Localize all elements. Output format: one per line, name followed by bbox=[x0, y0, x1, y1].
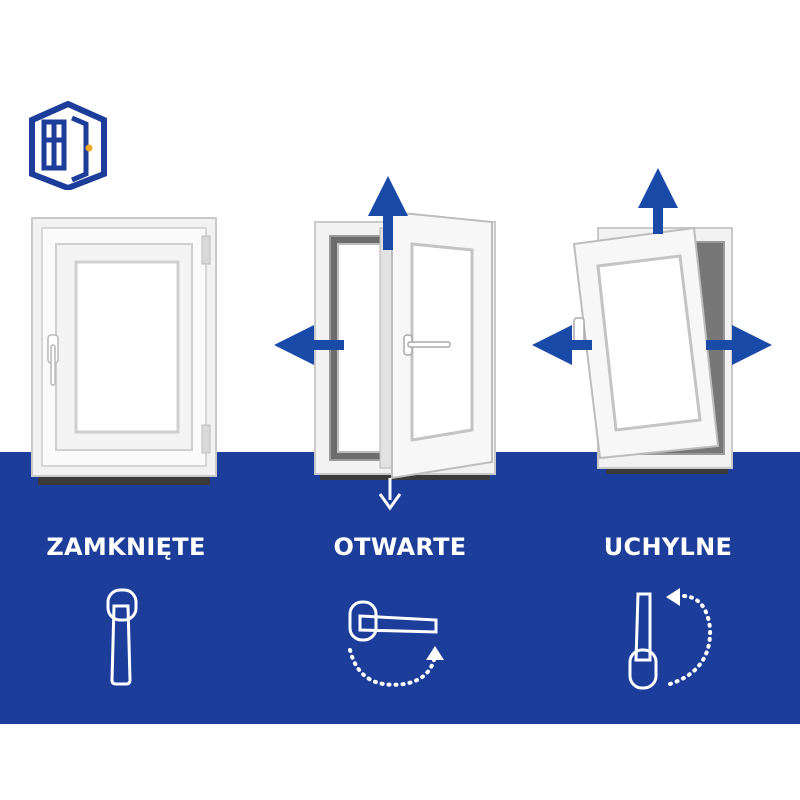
handle-horizontal-icon bbox=[348, 600, 444, 687]
open-window-icon bbox=[274, 176, 496, 511]
state-label-open: OTWARTE bbox=[333, 533, 467, 561]
state-label-closed: ZAMKNIĘTE bbox=[46, 533, 206, 561]
house-window-logo-icon bbox=[29, 100, 107, 190]
handle-up-icon bbox=[628, 588, 713, 690]
blue-band bbox=[0, 452, 800, 724]
tilted-window-icon bbox=[532, 168, 772, 474]
closed-window-icon bbox=[31, 217, 217, 485]
handle-down-icon bbox=[106, 588, 138, 686]
state-label-tilt: UCHYLNE bbox=[603, 533, 733, 561]
